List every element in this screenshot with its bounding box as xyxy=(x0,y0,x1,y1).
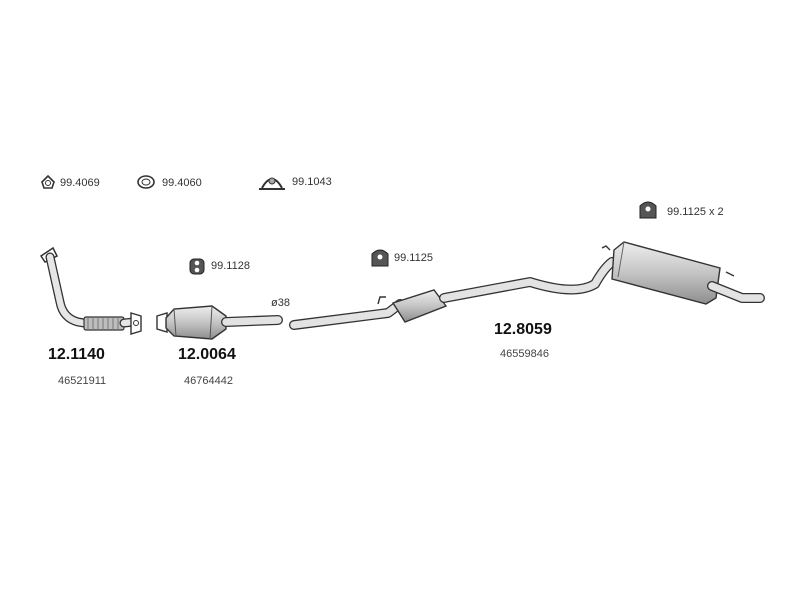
rubber-hanger-icon xyxy=(189,258,205,275)
accessory-label-99-4060: 99.4060 xyxy=(162,177,202,189)
oem-number-rear-section: 46559846 xyxy=(500,348,549,360)
gasket-oval-icon xyxy=(137,175,155,189)
part-number-catalytic-converter: 12.0064 xyxy=(178,346,236,363)
front-pipe-drawing xyxy=(39,246,142,335)
oem-number-catalytic-converter: 46764442 xyxy=(184,375,233,387)
part-number-front-pipe: 12.1140 xyxy=(48,346,105,363)
accessory-label-99-1128: 99.1128 xyxy=(211,260,250,272)
exhaust-rear-section-drawing xyxy=(289,241,765,330)
oem-number-front-pipe: 46521911 xyxy=(58,375,107,387)
rubber-mount-icon xyxy=(371,249,389,267)
gasket-ring-icon xyxy=(41,174,55,189)
accessory-label-99-1125-x2: 99.1125 x 2 xyxy=(667,206,724,218)
catalytic-converter-drawing xyxy=(156,305,283,340)
accessory-label-99-1043: 99.1043 xyxy=(292,176,332,188)
accessory-label-99-1125: 99.1125 xyxy=(394,252,433,264)
rubber-mount-pair-icon xyxy=(639,201,657,219)
u-clamp-icon xyxy=(259,177,285,190)
accessory-label-99-4069: 99.4069 xyxy=(60,177,100,189)
pipe-diameter-label: ø38 xyxy=(271,297,290,309)
part-number-rear-section: 12.8059 xyxy=(494,321,552,338)
